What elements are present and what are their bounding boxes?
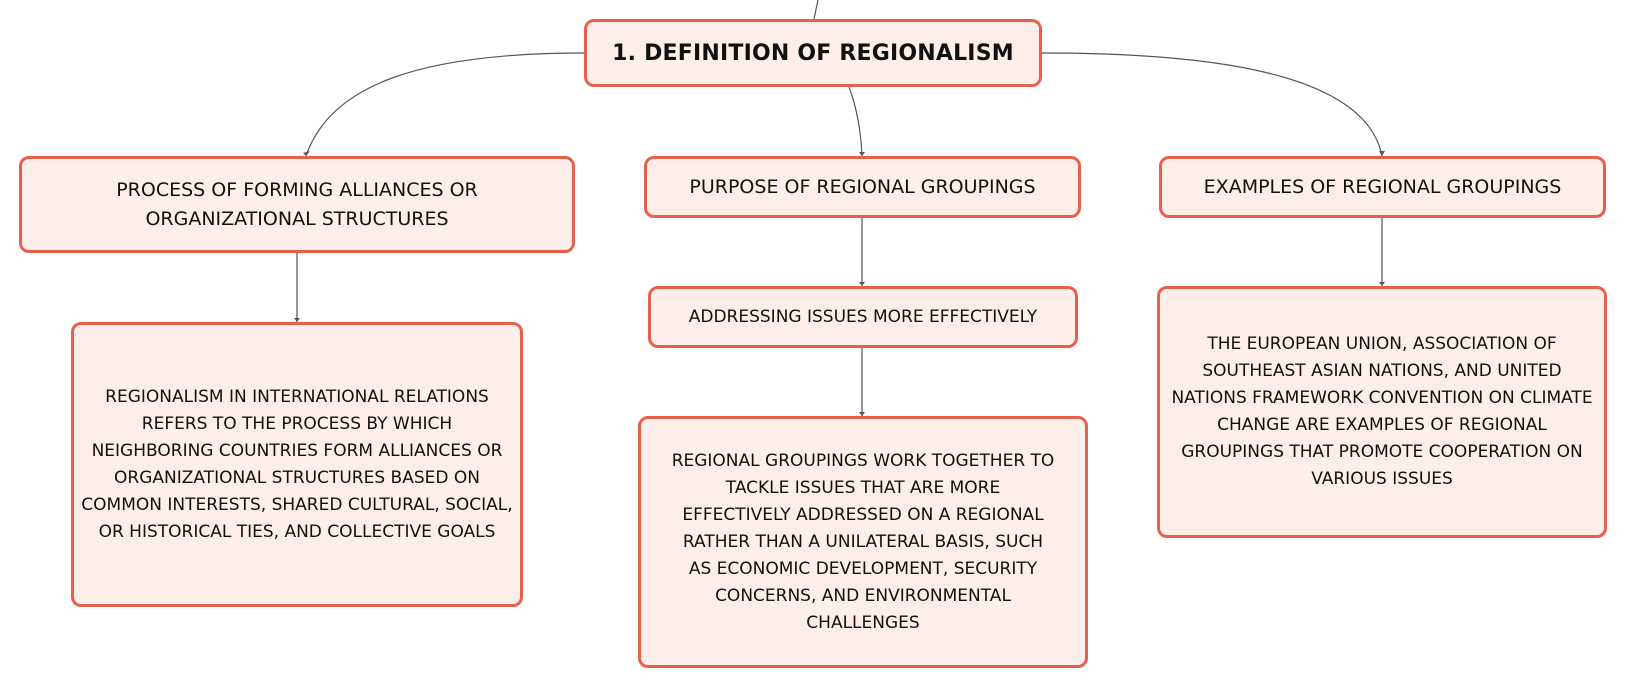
leaf-node-purpose-detail-text: Regional groupings work together to tack… [671, 450, 1055, 633]
connector-root-to-process [305, 52, 585, 157]
connector-root-to-examples [1041, 52, 1383, 157]
branch-node-purpose[interactable]: Purpose of regional groupings [644, 156, 1081, 218]
sub-node-addressing-issues[interactable]: Addressing issues more effectively [648, 286, 1078, 348]
branch-node-purpose-label: Purpose of regional groupings [689, 175, 1036, 198]
branch-node-examples-label: Examples of regional groupings [1203, 175, 1562, 198]
root-node[interactable]: 1. Definition of Regionalism [584, 19, 1042, 87]
branch-node-examples[interactable]: Examples of regional groupings [1159, 156, 1606, 218]
leaf-node-purpose-detail[interactable]: Regional groupings work together to tack… [638, 416, 1088, 668]
leaf-node-examples-detail-text: The European Union, Association of South… [1171, 334, 1593, 489]
leaf-node-process-detail-text: Regionalism in international relations r… [81, 386, 513, 542]
root-node-label: 1. Definition of Regionalism [612, 40, 1014, 66]
connector-root-to-purpose [848, 86, 863, 157]
sub-node-addressing-issues-label: Addressing issues more effectively [688, 306, 1038, 327]
leaf-node-process-detail[interactable]: Regionalism in international relations r… [71, 322, 523, 607]
branch-node-process[interactable]: Process of forming alliances or organiza… [19, 156, 575, 253]
connector-root-incoming [813, 0, 819, 20]
branch-node-process-label: Process of forming alliances or organiza… [116, 178, 478, 230]
leaf-node-examples-detail[interactable]: The European Union, Association of South… [1157, 286, 1607, 538]
